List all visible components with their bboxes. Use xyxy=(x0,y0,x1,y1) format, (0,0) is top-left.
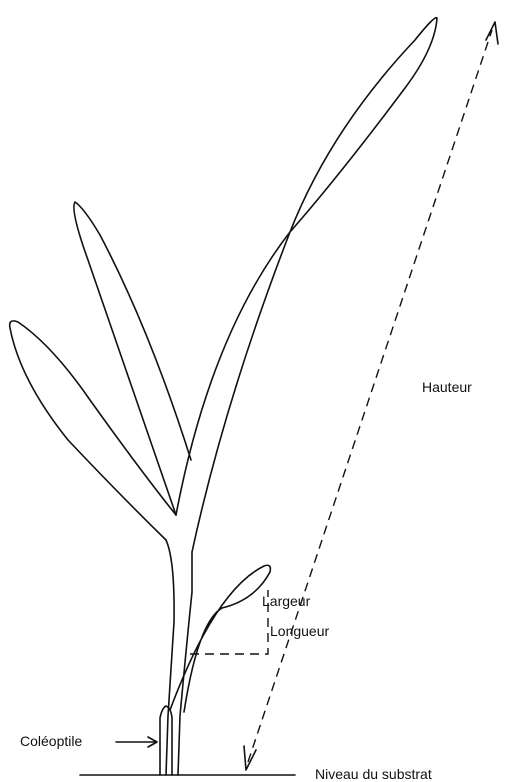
leaf-2 xyxy=(74,202,191,515)
leaf-1 xyxy=(10,321,176,540)
label-width: Largeur xyxy=(262,593,311,609)
label-substrate-level: Niveau du substrat xyxy=(315,766,432,782)
height-dashed-line xyxy=(248,30,492,762)
stem-left-edge xyxy=(166,540,174,775)
label-length: Longueur xyxy=(270,623,330,639)
label-height: Hauteur xyxy=(422,379,472,395)
length-bracket xyxy=(190,590,268,654)
label-coleoptile: Coléoptile xyxy=(20,733,82,749)
small-leaf xyxy=(170,565,270,712)
leaf-3 xyxy=(176,18,437,552)
height-arrowhead-top xyxy=(486,22,498,44)
